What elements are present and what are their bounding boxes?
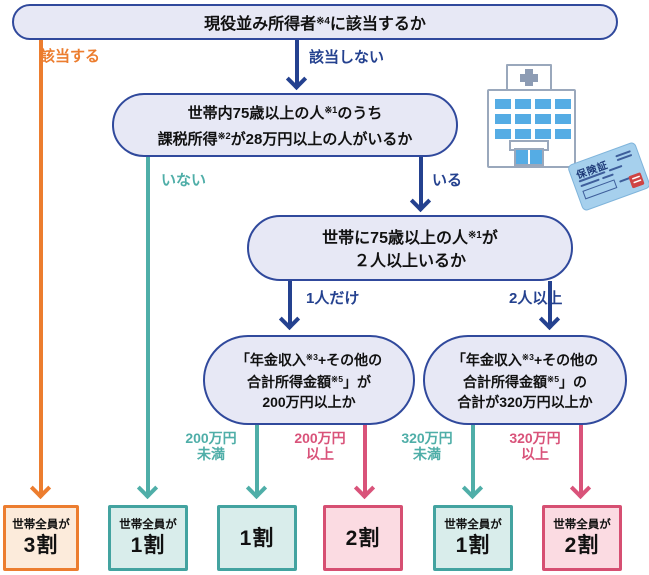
decision-node-taxable-income-28: 世帯内75歳以上の人※1のうち 課税所得※2が28万円以上の人がいるか <box>112 93 458 157</box>
arrow-under-200-arrowhead <box>245 477 268 500</box>
arrow-under-200-line <box>255 425 259 494</box>
hospital-window <box>495 114 511 124</box>
arrow-has-taxable-person-arrowhead <box>409 190 432 213</box>
hospital-door-split <box>528 150 530 164</box>
arrow-over-320-arrowhead <box>569 477 592 500</box>
arrow-has-taxable-person-line <box>419 157 423 207</box>
hospital-window <box>535 99 551 109</box>
arrow-not-applies-line <box>295 40 299 85</box>
decision-node-active-income: 現役並み所得者※4に該当するか <box>12 4 618 40</box>
edge-label-not-applies: 該当しない <box>309 49 385 66</box>
edge-label-over-200: 200万円 以上 <box>294 430 346 462</box>
insurance-card-icon: 保険証 <box>566 141 649 212</box>
edge-label-only-one: 1人だけ <box>306 290 360 307</box>
arrow-over-200-line <box>363 425 367 494</box>
decision-node-p320-line1: 「年金収入※3+その他の <box>451 351 599 368</box>
decision-node-p320-line3: 合計が320万円以上か <box>457 393 593 410</box>
edge-label-two-or-more: 2人以上 <box>509 290 563 307</box>
hospital-window <box>555 114 571 124</box>
decision-node-active-income-text: 現役並み所得者※4に該当するか <box>204 16 426 33</box>
hospital-window <box>555 129 571 139</box>
arrow-under-320-arrowhead <box>461 477 484 500</box>
result-box-all-10pct-right: 世帯全員が 1割 <box>433 505 513 571</box>
arrow-over-200-arrowhead <box>353 477 376 500</box>
result-box-20pct: 2割 <box>323 505 403 571</box>
hospital-sign <box>506 64 552 91</box>
hospital-window <box>515 99 531 109</box>
arrow-applies-arrowhead <box>29 477 52 500</box>
arrow-over-320-line <box>579 425 583 494</box>
decision-node-pension-320: 「年金収入※3+その他の 合計所得金額※5」の 合計が320万円以上か <box>423 335 627 425</box>
arrow-two-or-more-arrowhead <box>538 308 561 331</box>
arrow-only-one-line <box>288 281 292 325</box>
hospital-door <box>514 148 544 166</box>
result-box-10pct: 1割 <box>217 505 297 571</box>
result-box-all-20pct: 世帯全員が 2割 <box>542 505 622 571</box>
decision-node-p320-line2: 合計所得金額※5」の <box>462 374 588 391</box>
hospital-window <box>555 99 571 109</box>
decision-node-p200-line1: 「年金収入※3+その他の <box>235 351 383 368</box>
decision-node-p200-line2: 合計所得金額※5」が <box>246 374 372 391</box>
result-box-all-30pct: 世帯全員が 3割 <box>3 505 79 571</box>
arrow-under-320-line <box>471 425 475 494</box>
arrow-applies-line <box>39 40 43 494</box>
arrow-not-applies-arrowhead <box>285 68 308 91</box>
edge-label-over-320: 320万円 以上 <box>509 430 561 462</box>
edge-label-applies: 該当する <box>40 48 101 65</box>
hospital-window <box>535 114 551 124</box>
decision-node-two75-line2: ２人以上いるか <box>353 252 466 270</box>
decision-node-pension-200: 「年金収入※3+その他の 合計所得金額※5」が 200万円以上か <box>203 335 415 425</box>
insurance-card-text-line <box>601 173 614 180</box>
edge-label-exists: いる <box>432 172 463 189</box>
decision-node-two-or-more-75: 世帯に75歳以上の人※1が ２人以上いるか <box>247 215 573 281</box>
insurance-card-text-line <box>608 164 623 172</box>
arrow-only-one-arrowhead <box>278 308 301 331</box>
hospital-window <box>515 114 531 124</box>
decision-node-two75-line1: 世帯に75歳以上の人※1が <box>322 229 498 247</box>
arrow-no-taxable-person-line <box>146 157 150 494</box>
hospital-windows <box>495 99 571 139</box>
arrow-no-taxable-person-arrowhead <box>136 477 159 500</box>
hospital-window <box>535 129 551 139</box>
hospital-window <box>495 99 511 109</box>
hospital-window <box>515 129 531 139</box>
edge-label-not-exists: いない <box>161 172 207 189</box>
edge-label-under-200: 200万円 未満 <box>185 430 237 462</box>
hospital-icon <box>487 64 577 168</box>
edge-label-under-320: 320万円 未満 <box>401 430 453 462</box>
decision-node-taxable-line2: 課税所得※2が28万円以上の人がいるか <box>157 131 413 148</box>
result-box-all-10pct-left: 世帯全員が 1割 <box>108 505 188 571</box>
hospital-window <box>495 129 511 139</box>
insurance-card-stamp <box>628 172 645 189</box>
arrow-two-or-more-line <box>548 281 552 325</box>
hospital-cross-icon <box>520 74 538 82</box>
decision-node-taxable-line1: 世帯内75歳以上の人※1のうち <box>187 105 383 122</box>
decision-node-p200-line3: 200万円以上か <box>262 393 356 410</box>
hospital-building <box>487 89 576 168</box>
